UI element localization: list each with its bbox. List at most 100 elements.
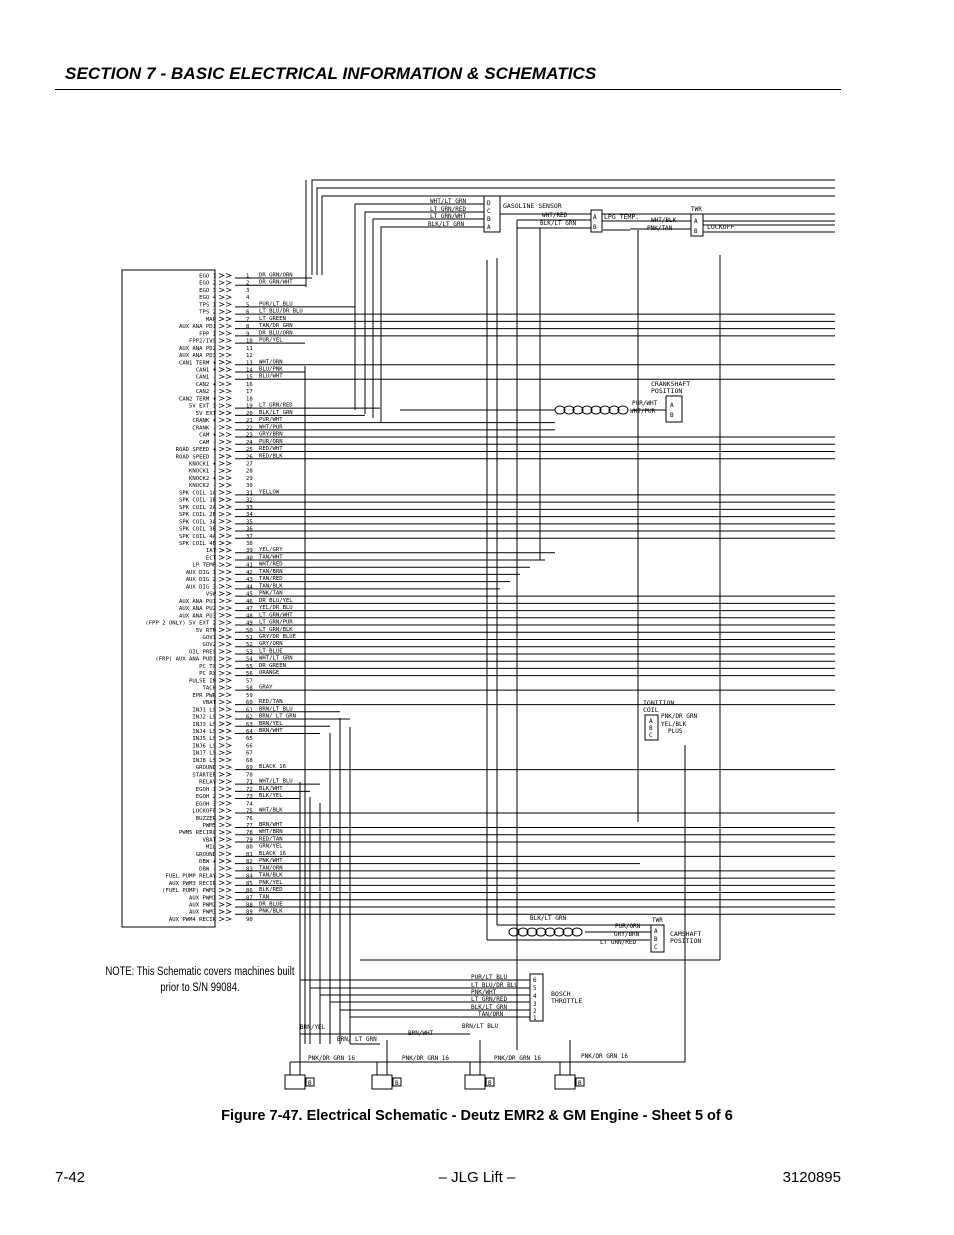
coil-loop <box>590 405 602 415</box>
ecm-pin-label: EGO 4 <box>199 295 216 301</box>
pin-chevron-icon <box>225 873 232 878</box>
ecm-pin-label: FPP2/IVS <box>189 339 216 345</box>
pin-chevron-icon <box>225 526 232 531</box>
injector-2: B <box>371 1074 402 1090</box>
ecm-wire-color: TAN/WHT <box>259 554 283 560</box>
ecm-pin-label: AUX ANA PD3 <box>179 353 216 359</box>
ecm-pin-number: 88 <box>246 903 253 909</box>
pin-chevron-icon <box>218 591 225 596</box>
ecm-wire-color: BRN/ LT GRN <box>259 714 296 720</box>
ecm-pin-number: 71 <box>246 780 253 786</box>
pin-chevron-icon <box>225 367 232 372</box>
ecm-wire-color: DR BLU/YEL <box>259 598 293 604</box>
ecm-wire-color: GRAY <box>259 685 273 691</box>
pin-chevron-icon <box>218 555 225 560</box>
bosch-label-2: THROTTLE <box>551 997 582 1005</box>
ecm-pin-30: KNOCK2 -30 <box>189 482 253 489</box>
ecm-pin-number: 73 <box>246 794 253 800</box>
ecm-pin-label: MAP <box>206 317 217 323</box>
pin-chevron-icon <box>225 309 232 314</box>
lockoff-pin-a: A <box>694 218 698 225</box>
ecm-wire-color: BLK/WHT <box>259 786 283 792</box>
ecm-pin-label: DBW + <box>199 859 216 865</box>
ecm-pin-label: SPK COIL 4A <box>179 534 217 540</box>
pin-chevron-icon <box>218 294 225 300</box>
ecm-pin-label: FUEL PUMP RELAY <box>165 874 216 880</box>
ecm-pin-label: SPK COIL 2A <box>179 505 217 511</box>
gasoline-wire-4: BLK/LT GRN <box>428 221 465 228</box>
ecm-wire-color: TAN/RED <box>259 576 283 582</box>
pin-chevron-icon <box>218 612 225 618</box>
ecm-pin-label: EGOH 2 <box>196 794 216 800</box>
lpg-temp-label: LPG TEMP. <box>604 213 639 221</box>
pin-chevron-icon <box>225 685 232 690</box>
pin-chevron-icon <box>225 482 232 488</box>
ecm-wire-color: RED/WHT <box>259 446 283 452</box>
injector-1: B <box>284 1074 315 1090</box>
ecm-wire-color: BRN/LT BLU <box>259 706 293 712</box>
pin-chevron-icon <box>225 641 232 647</box>
ecm-pin-number: 39 <box>246 548 253 554</box>
coil-loop <box>617 405 629 415</box>
ecm-pin-label: INJ3 LS <box>192 722 216 728</box>
ecm-pin-number: 29 <box>246 476 253 482</box>
ecm-pin-number: 77 <box>246 823 253 829</box>
ecm-pin-number: 50 <box>246 628 253 634</box>
ignition-label-2: COIL <box>643 706 659 714</box>
pin-chevron-icon <box>225 822 232 828</box>
gasoline-wire-3: LT GRN/WHT <box>430 213 467 220</box>
lockoff-wire-2: PNK/TAN <box>647 225 673 232</box>
thr-wire-6: TAN/ORN <box>478 1011 504 1018</box>
top-bus-1 <box>316 187 835 275</box>
ecm-wire-color: YEL/DR BLU <box>259 605 293 611</box>
ecm-pin-number: 48 <box>246 613 253 619</box>
inj-bot-wire-4: PNK/DR GRN 16 <box>581 1053 628 1060</box>
pin-chevron-icon <box>225 627 232 633</box>
pin-chevron-icon <box>225 497 232 502</box>
injectors: BRN/YEL BRN/ LT GRN BRN/WHT BRN/LT BLU P… <box>284 1023 628 1090</box>
pin-chevron-icon <box>218 902 225 907</box>
pin-chevron-icon <box>218 461 225 466</box>
injector-pin-box <box>485 1077 495 1087</box>
ecm-pin-number: 47 <box>246 606 253 612</box>
ecm-pin-label: AUX DIG 2 <box>186 577 216 583</box>
ecm-wire-color: RED/TAN <box>259 699 283 705</box>
ecm-pin-label: CAM - <box>199 440 216 446</box>
ecm-pin-label: PC TX <box>199 664 216 670</box>
pin-chevron-icon <box>225 576 232 582</box>
ecm-wire-color: BRN/WHT <box>259 822 283 828</box>
lockoff-wire-1: WHT/BLK <box>651 217 677 224</box>
pin-chevron-icon <box>225 728 232 734</box>
ecm-pin-number: 80 <box>246 845 253 851</box>
ecm-wire-color: WHT/RED <box>259 562 283 568</box>
ecm-pin-number: 35 <box>246 519 253 525</box>
ecm-pin-label: DBW - <box>199 866 216 872</box>
ecm-wire-color: PUR/ORN <box>259 439 283 445</box>
pin-chevron-icon <box>225 273 232 278</box>
pin-chevron-icon <box>218 526 225 531</box>
gasoline-wire-2: LT GRN/RED <box>430 206 467 213</box>
ecm-pin-number: 86 <box>246 888 253 894</box>
pin-chevron-icon <box>218 851 225 857</box>
ecm-pin-label: 5V EXT 1 <box>189 404 216 410</box>
ecm-pin-number: 7 <box>246 317 249 323</box>
ecm-pin-label: EGO 1 <box>199 274 216 280</box>
ecm-pin-number: 31 <box>246 490 253 496</box>
ecm-pin-label: (FUEL PUMP) PWM3 <box>162 888 216 894</box>
ecm-pin-number: 2 <box>246 281 249 287</box>
ecm-wire-color: DR BLUE <box>259 902 283 908</box>
ecm-pin-label: SPK COIL 1B <box>179 498 217 504</box>
